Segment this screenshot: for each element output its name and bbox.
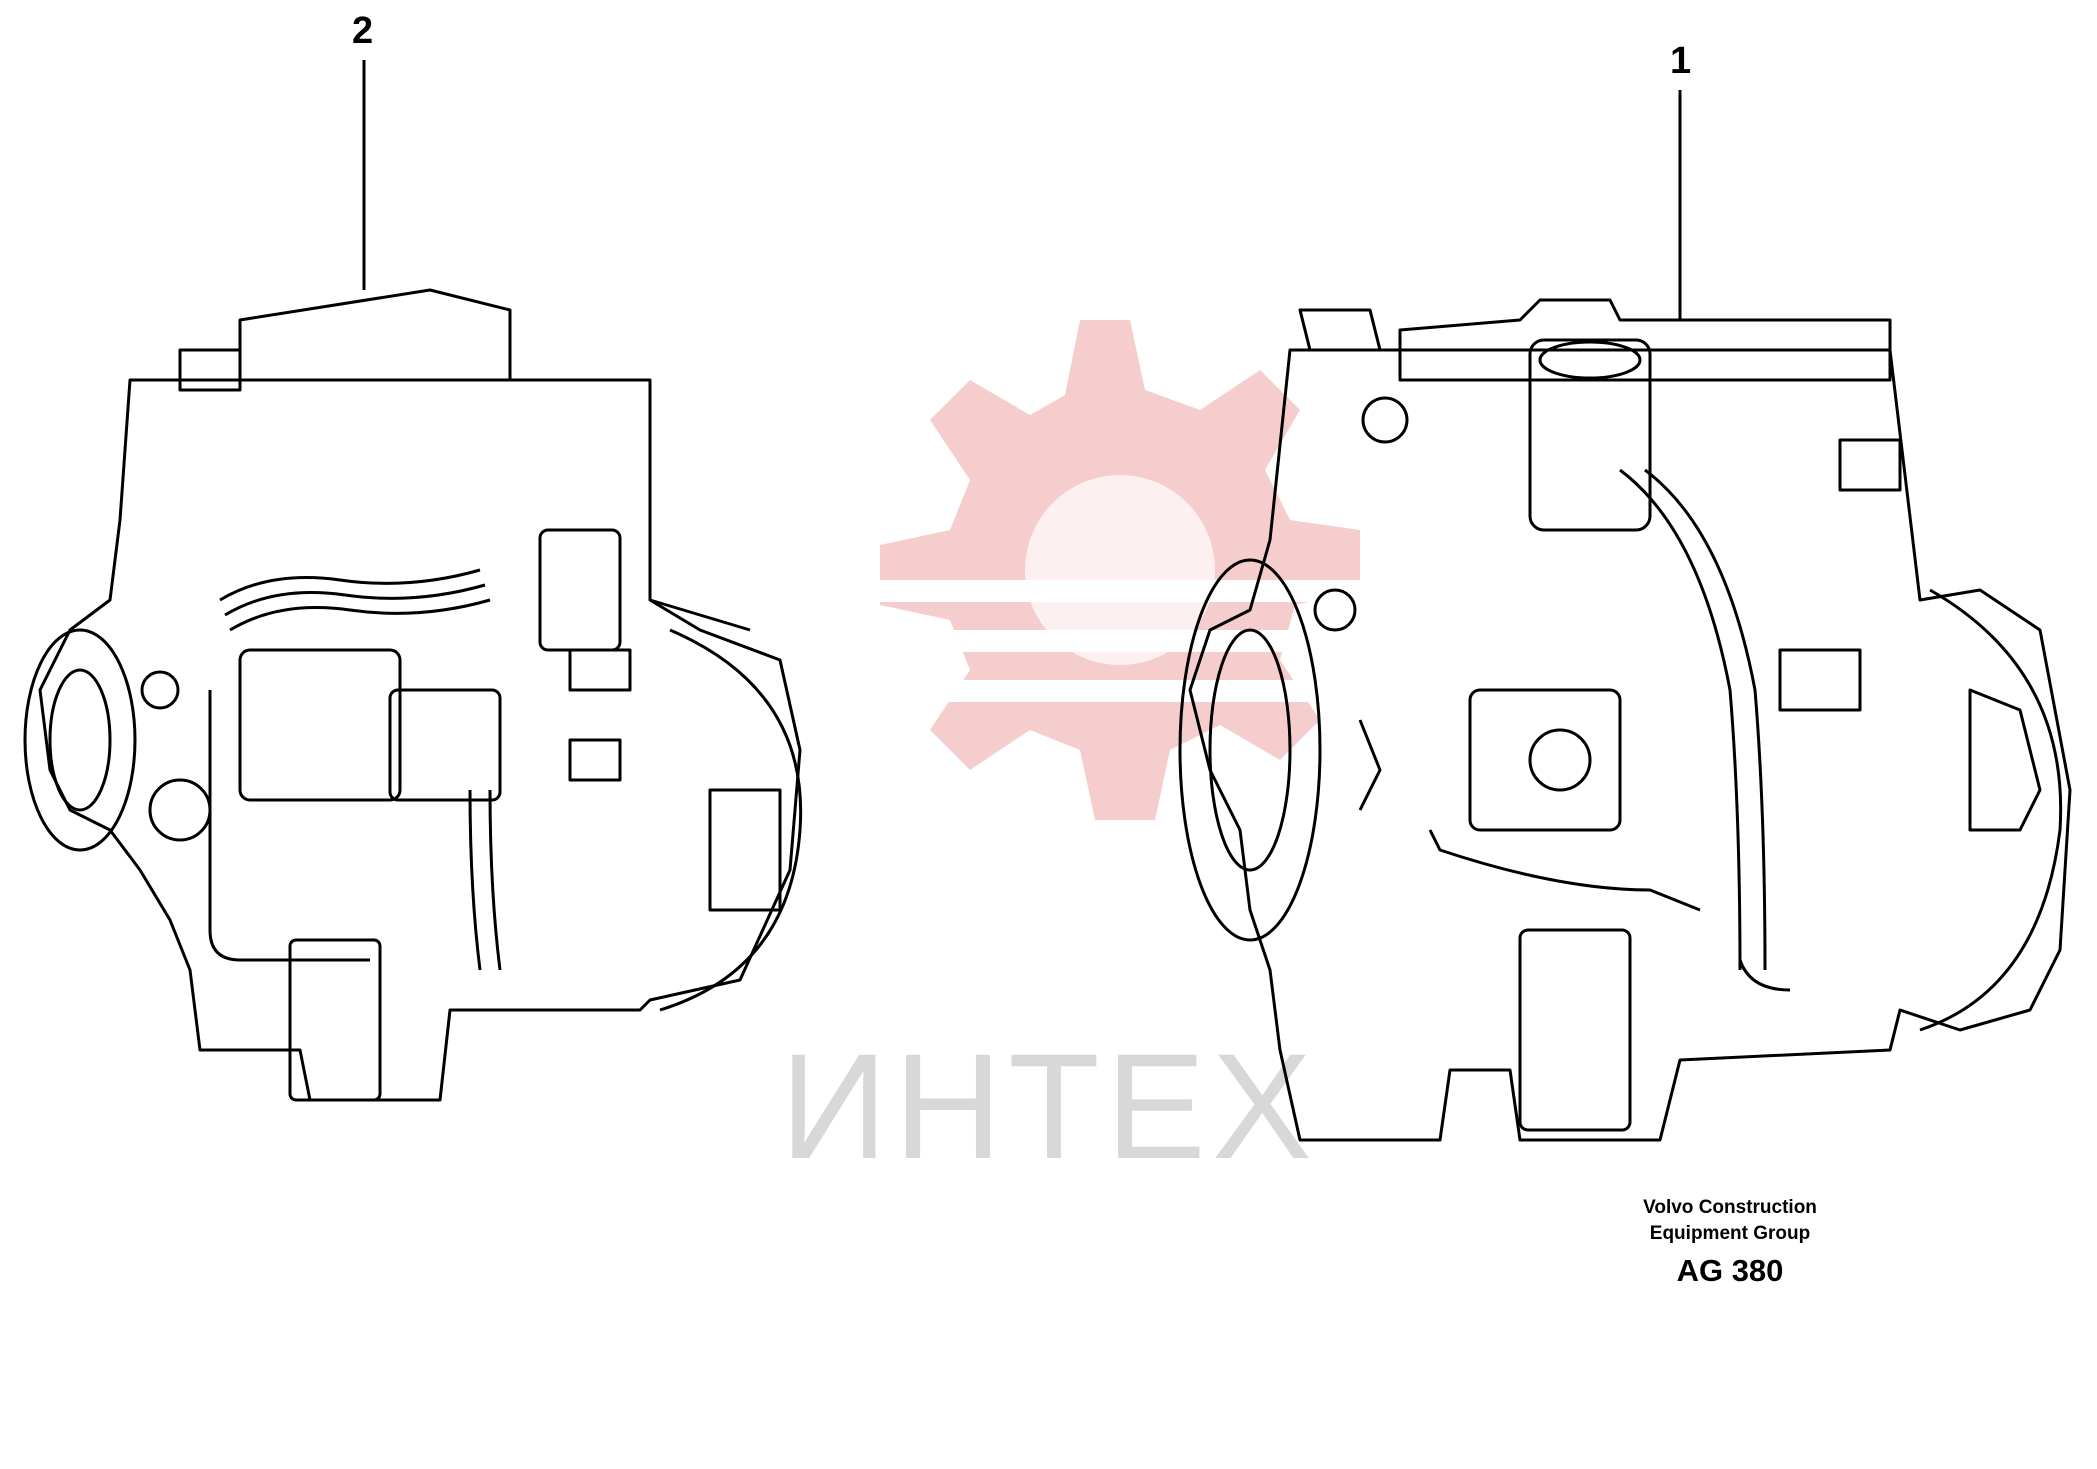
footer-company-line-1: Volvo Construction (1643, 1197, 1817, 1218)
footer-code: AG 380 (1676, 1253, 1784, 1288)
footer-company-line-2: Equipment Group (1649, 1223, 1811, 1244)
callout-leader-1 (1678, 90, 1682, 320)
watermark-text: ИНТЕХ (780, 1022, 1318, 1190)
callout-label-1: 1 (1670, 40, 1692, 82)
footer-block: Volvo Construction Equipment Group AG 38… (1600, 1195, 1860, 1289)
callout-label-2: 2 (352, 10, 374, 52)
engine-2-drawing (23, 288, 803, 1102)
callout-leader-2 (362, 60, 366, 290)
gear-watermark-icon (730, 320, 1430, 820)
engine-1-drawing (1178, 298, 2072, 1142)
